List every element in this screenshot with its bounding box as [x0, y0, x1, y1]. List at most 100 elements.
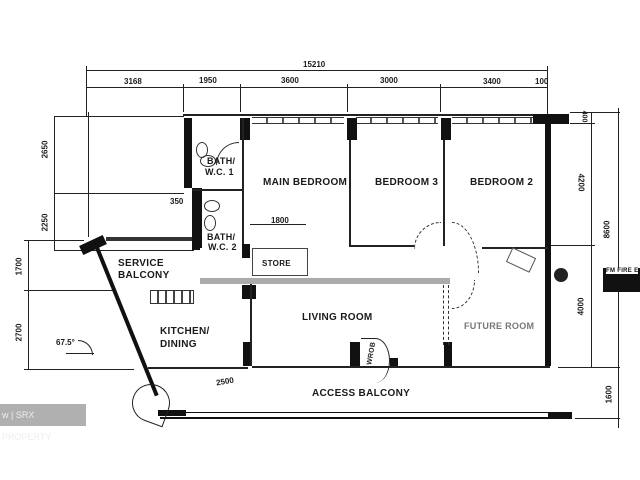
dim-2650: 2650 [40, 140, 50, 159]
dim-3000: 3000 [380, 76, 398, 85]
kitchen-door-swing [126, 378, 176, 428]
dim-tick [54, 250, 194, 251]
column [444, 342, 452, 366]
store-label: STORE [262, 259, 291, 268]
door-swing-bedroom2 [452, 222, 479, 273]
main-bedroom-label: MAIN BEDROOM [263, 177, 348, 188]
dim-tick [547, 66, 548, 116]
dim-tick [24, 369, 134, 370]
store-room [252, 248, 308, 276]
dim-8600: 8600 [602, 220, 612, 239]
bath-partition [192, 189, 242, 191]
fire-equipment-label: FM FIRE E [606, 268, 639, 274]
partition-wall [349, 140, 351, 246]
dim-400: 400 [580, 110, 588, 123]
dim-2500: 2500 [215, 375, 235, 388]
basin-icon [200, 155, 216, 167]
future-room-label: FUTURE ROOM [464, 321, 535, 331]
column [243, 342, 251, 366]
bath2-label-line2: W.C. 2 [208, 242, 237, 252]
service-balcony-label-line2: BALCONY [118, 270, 170, 281]
kitchen-label-line1: KITCHEN/ [160, 326, 210, 337]
dim-3600: 3600 [281, 76, 299, 85]
railing-end [548, 412, 572, 418]
bath1-label-line2: W.C. 1 [205, 167, 234, 177]
bedroom2-bottom-wall [482, 247, 548, 249]
bath-column [192, 188, 202, 248]
dim-4000: 4000 [576, 297, 586, 316]
pipe-icon [554, 268, 568, 282]
dim-tick [54, 193, 184, 194]
basin-icon [204, 215, 216, 231]
left-dimension-line-outer [28, 240, 29, 370]
living-room-label: LIVING ROOM [302, 312, 373, 323]
dim-1800: 1800 [271, 216, 289, 225]
dim-tick [240, 84, 241, 112]
front-wall [252, 366, 550, 368]
column [347, 118, 357, 140]
kitchen-bottom-wall [148, 367, 248, 369]
dim-tick [570, 112, 620, 113]
bed-dimension-line [250, 224, 306, 225]
corridor-wall [200, 278, 450, 284]
top-wall [183, 114, 553, 116]
window-bedroom2 [452, 117, 534, 124]
dim-tick [575, 418, 620, 419]
dim-tick [550, 245, 595, 246]
bedroom3-label: BEDROOM 3 [375, 177, 439, 188]
dim-2700: 2700 [14, 323, 24, 342]
service-balcony-top [106, 237, 196, 241]
column [240, 118, 250, 140]
access-balcony-label: ACCESS BALCONY [312, 388, 411, 399]
bedroom3-bottom-wall [349, 245, 414, 247]
bedroom2-label: BEDROOM 2 [470, 177, 534, 188]
overall-width-label: 15210 [303, 60, 326, 69]
dim-3400: 3400 [483, 77, 501, 86]
window-bedroom3 [356, 117, 438, 124]
toilet-icon [204, 200, 220, 212]
dim-tick [570, 123, 595, 124]
dim-1600: 1600 [604, 385, 614, 404]
dim-tick [24, 240, 84, 241]
dim-tick [347, 84, 348, 112]
service-balcony-corner [79, 234, 107, 256]
column [242, 285, 256, 299]
bath2-label-line1: BATH/ [207, 232, 236, 242]
door-swing-future-room [452, 280, 475, 309]
segment-dimension-line [86, 87, 548, 88]
bath1-label-line1: BATH/ [207, 156, 236, 166]
column [242, 244, 250, 258]
door-swing-bedroom3 [414, 222, 441, 249]
dim-tick [54, 116, 184, 117]
dim-3168: 3168 [124, 77, 142, 86]
dim-tick [24, 290, 114, 291]
overall-dimension-line [86, 70, 548, 71]
bath-inner-wall [242, 118, 244, 248]
column [192, 236, 200, 250]
kitchen-label-line2: DINING [160, 339, 197, 350]
balcony-railing [160, 412, 572, 419]
partition-wall [443, 140, 445, 246]
living-left-wall [250, 284, 252, 366]
railing-start [158, 410, 186, 416]
left-dimension-line [54, 116, 55, 251]
right-dimension-line [591, 112, 592, 367]
dim-350: 350 [170, 197, 184, 206]
angle-label: 67.5° [56, 338, 75, 347]
window-main-bedroom [252, 117, 344, 124]
dim-1950: 1950 [199, 76, 217, 85]
dim-4200: 4200 [576, 173, 586, 192]
column [533, 114, 569, 124]
service-balcony-label-line1: SERVICE [118, 258, 164, 269]
column [441, 118, 451, 140]
column [350, 342, 360, 367]
angle-base-line [66, 353, 94, 354]
future-room-dashed-wall [443, 285, 449, 345]
sink-icon [150, 290, 194, 304]
bath-outer-wall [184, 118, 192, 188]
column [390, 358, 398, 367]
dim-tick [88, 112, 89, 237]
dim-2250: 2250 [40, 213, 50, 232]
dim-tick [558, 367, 620, 368]
aircon-icon [505, 247, 537, 273]
